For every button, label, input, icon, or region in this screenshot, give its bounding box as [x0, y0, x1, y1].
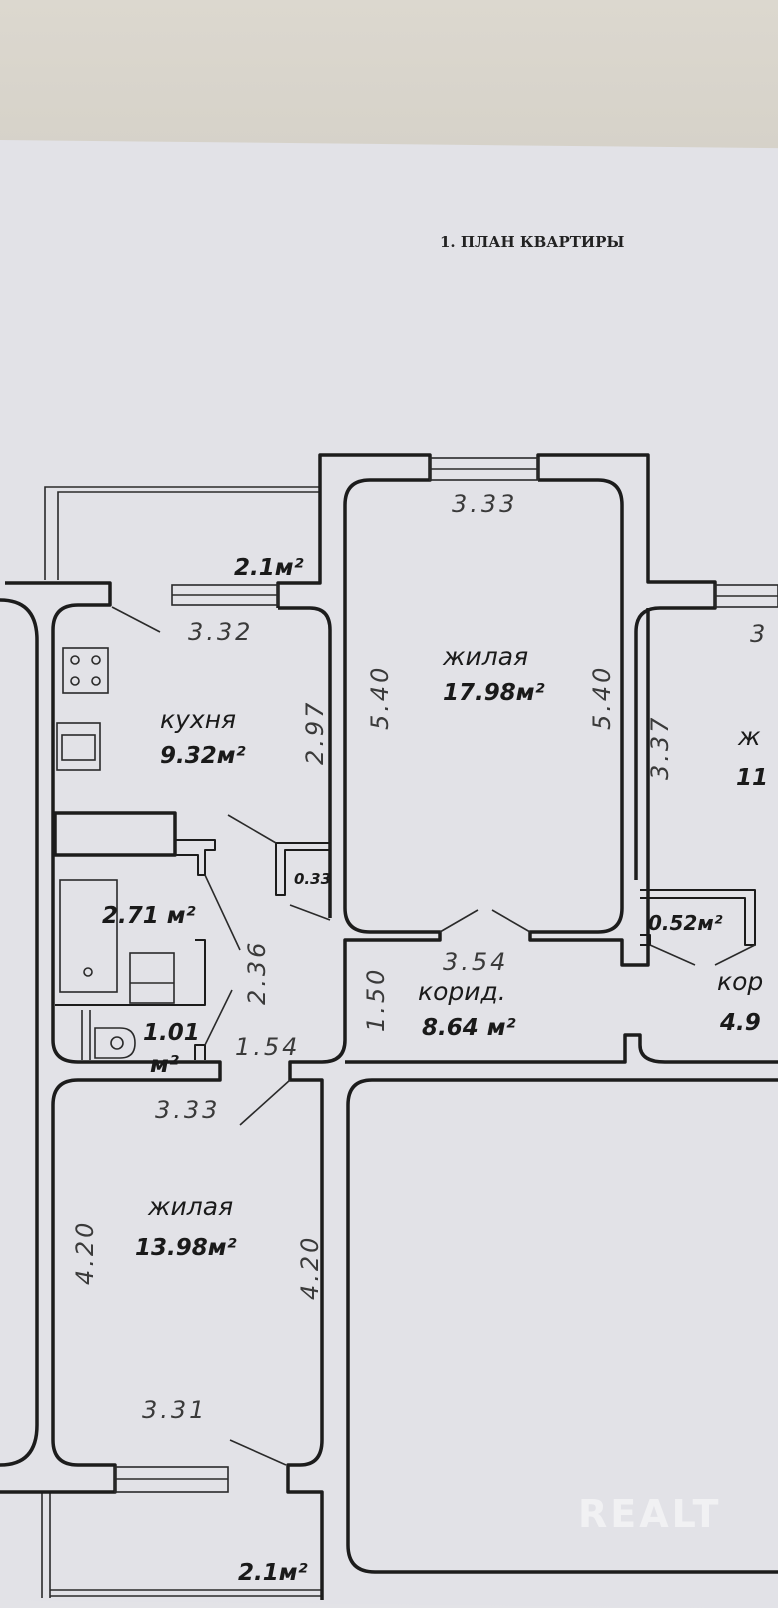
- dim-corridor-left: 1.50: [362, 967, 390, 1032]
- window-bedroom: [114, 1466, 229, 1493]
- living-small-label: жилая: [147, 1192, 233, 1221]
- kitchen-label: кухня: [160, 705, 236, 734]
- living-small-area: 13.98м²: [135, 1235, 237, 1261]
- stove-icon: [62, 647, 109, 694]
- wc-area: 1.01: [143, 1020, 200, 1046]
- dim-living-big-left: 5.40: [366, 665, 394, 730]
- wc-area-unit: м²: [150, 1052, 179, 1078]
- balcony-bottom-outline: [41, 1492, 322, 1598]
- door-swings: [111, 606, 756, 1466]
- living-right-label: ж: [737, 722, 761, 751]
- dim-hall-bottom: 1.54: [235, 1033, 300, 1061]
- balcony-top-area: 2.1м²: [234, 555, 304, 581]
- background-surface: [0, 0, 778, 150]
- realt-watermark: REALT: [578, 1492, 721, 1536]
- dim-right-room-top: 3: [750, 620, 768, 648]
- dim-bedroom-bottom: 3.31: [142, 1396, 207, 1424]
- bathtub-icon: [59, 879, 118, 993]
- toilet-icon: [81, 1010, 136, 1060]
- dim-living-big-top: 3.33: [452, 490, 517, 518]
- kitchen-area: 9.32м²: [160, 743, 246, 769]
- closet-right-area: 0.52м²: [648, 911, 723, 935]
- corridor-right-area: 4.9: [719, 1010, 761, 1036]
- washbasin-icon: [129, 952, 175, 1004]
- dim-bath-side: 2.36: [243, 940, 271, 1005]
- living-big-label: жилая: [442, 642, 528, 671]
- living-right-area: 11: [736, 765, 768, 791]
- dim-right-room-left: 3.37: [646, 715, 674, 780]
- window-living-big: [429, 457, 539, 481]
- plan-title: 1. ПЛАН КВАРТИРЫ: [440, 233, 624, 251]
- dim-kitchen-top: 3.32: [188, 618, 253, 646]
- dim-kitchen-right: 2.97: [301, 700, 329, 765]
- dim-living-big-right: 5.40: [588, 665, 616, 730]
- sink-icon: [56, 722, 101, 771]
- window-kitchen: [171, 584, 279, 606]
- balcony-bottom-area: 2.1м²: [238, 1560, 308, 1586]
- corridor-right-label: кор: [717, 967, 763, 996]
- closet-small-area: 0.33: [294, 870, 331, 888]
- dim-bedroom-right: 4.20: [296, 1235, 324, 1300]
- dim-bedroom-top: 3.33: [155, 1096, 220, 1124]
- corridor-label: корид.: [418, 977, 506, 1006]
- living-big-area: 17.98м²: [443, 680, 545, 706]
- walls: [0, 453, 778, 1600]
- dim-corridor-top: 3.54: [443, 948, 508, 976]
- corridor-area: 8.64 м²: [422, 1015, 516, 1041]
- dim-bedroom-left: 4.20: [71, 1220, 99, 1285]
- bathroom-area: 2.71 м²: [102, 903, 196, 929]
- window-right-room: [714, 584, 778, 608]
- balcony-top-outline: [44, 486, 320, 580]
